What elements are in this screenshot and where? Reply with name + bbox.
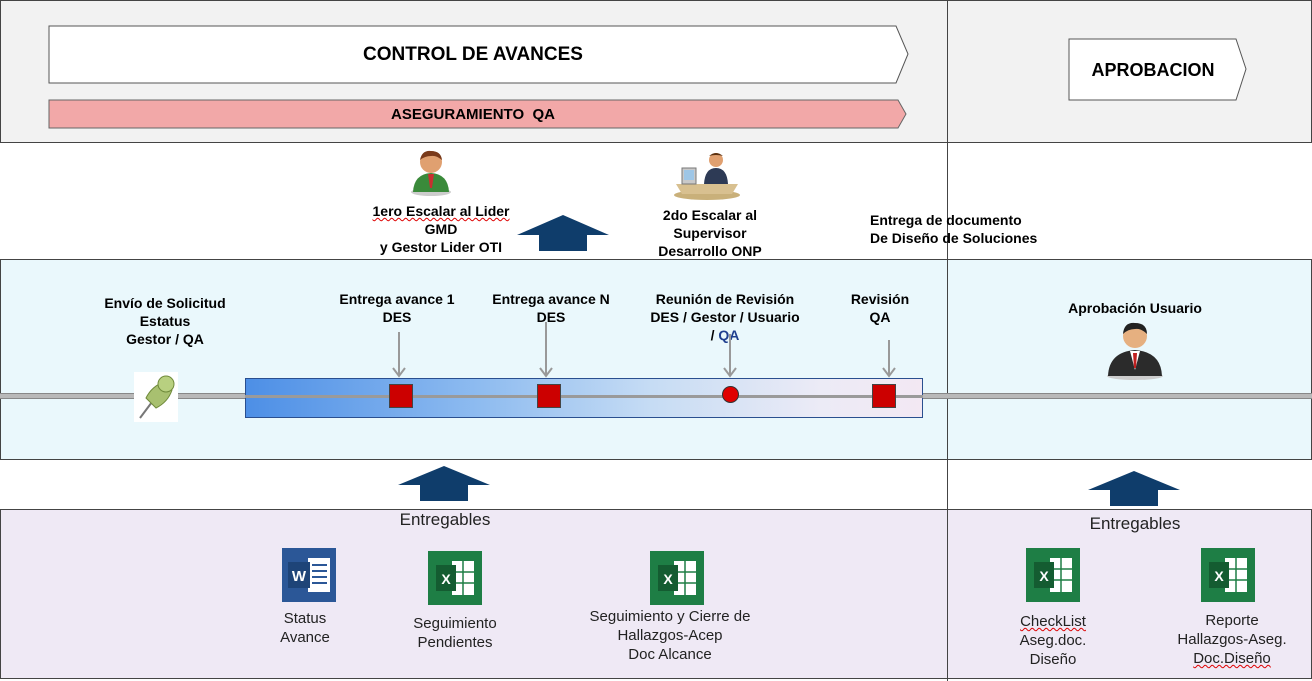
reunion-pointer: [723, 334, 737, 378]
up-arrow-icon: [398, 466, 490, 501]
checklist-label: CheckList Aseg.doc. Diseño: [1019, 613, 1087, 668]
supervisor-at-desk-icon: [674, 153, 740, 200]
approval-chevron: [1068, 38, 1247, 101]
qa-bar-shape: [48, 99, 907, 129]
delivery-label: Entrega de documento De Diseño de Soluci…: [870, 212, 1038, 246]
status-avance-label: Status Avance: [280, 610, 330, 646]
progress-band: [245, 378, 923, 418]
first-escalation-label: 1ero Escalar al Lider GMD y Gestor Lider…: [372, 203, 510, 255]
approval-title: APROBACION: [1091, 60, 1215, 80]
excel-spreadsheet-icon[interactable]: X: [1201, 548, 1255, 602]
avance1-marker: [389, 384, 413, 408]
second-escalation-label: 2do Escalar al Supervisor Desarrollo ONP: [658, 207, 762, 259]
avanceN-label: Entrega avance N DES: [492, 291, 610, 325]
revision-marker: [872, 384, 896, 408]
svg-text:X: X: [1039, 568, 1049, 584]
phase-divider: [947, 0, 948, 681]
control-title: CONTROL DE AVANCES: [363, 44, 583, 65]
pushpin-icon: [134, 372, 178, 422]
up-arrow-icon: [517, 215, 609, 251]
up-arrow-icon: [1088, 471, 1180, 506]
reunion-marker: [722, 386, 739, 403]
aprobacion-label: Aprobación Usuario: [1068, 300, 1202, 316]
envio-label: Envío de Solicitud Estatus Gestor / QA: [104, 295, 226, 347]
excel-spreadsheet-icon[interactable]: X: [428, 551, 482, 605]
reporte-label: Reporte Hallazgos-Aseg. Doc.Diseño: [1177, 612, 1287, 667]
excel-spreadsheet-icon[interactable]: X: [650, 551, 704, 605]
avance1-label: Entrega avance 1 DES: [339, 291, 455, 325]
entregables-left-title: Entregables: [399, 510, 491, 529]
svg-text:X: X: [441, 571, 451, 587]
revision-pointer: [882, 340, 896, 378]
timeline-band: [0, 259, 1312, 460]
seguimiento-pendientes-label: Seguimiento Pendientes: [413, 615, 497, 651]
avanceN-pointer: [539, 322, 553, 378]
svg-text:X: X: [663, 571, 673, 587]
revision-label: Revisión QA: [850, 291, 910, 325]
avanceN-marker: [537, 384, 561, 408]
person-icon: [411, 150, 451, 196]
control-chevron: [48, 25, 909, 84]
excel-spreadsheet-icon[interactable]: X: [1026, 548, 1080, 602]
avance1-pointer: [392, 332, 406, 378]
qa-bar-title: ASEGURAMIENTO QA: [391, 106, 555, 123]
entregables-right-title: Entregables: [1089, 514, 1181, 533]
cierre-hallazgos-label: Seguimiento y Cierre de Hallazgos-Acep D…: [589, 608, 751, 663]
svg-text:X: X: [1214, 568, 1224, 584]
word-document-icon[interactable]: W: [282, 548, 336, 602]
businessman-icon: [1107, 322, 1163, 380]
reunion-label: Reunión de Revisión DES / Gestor / Usuar…: [650, 291, 800, 343]
svg-text:W: W: [292, 568, 307, 585]
progress-axis-line: [245, 395, 923, 398]
